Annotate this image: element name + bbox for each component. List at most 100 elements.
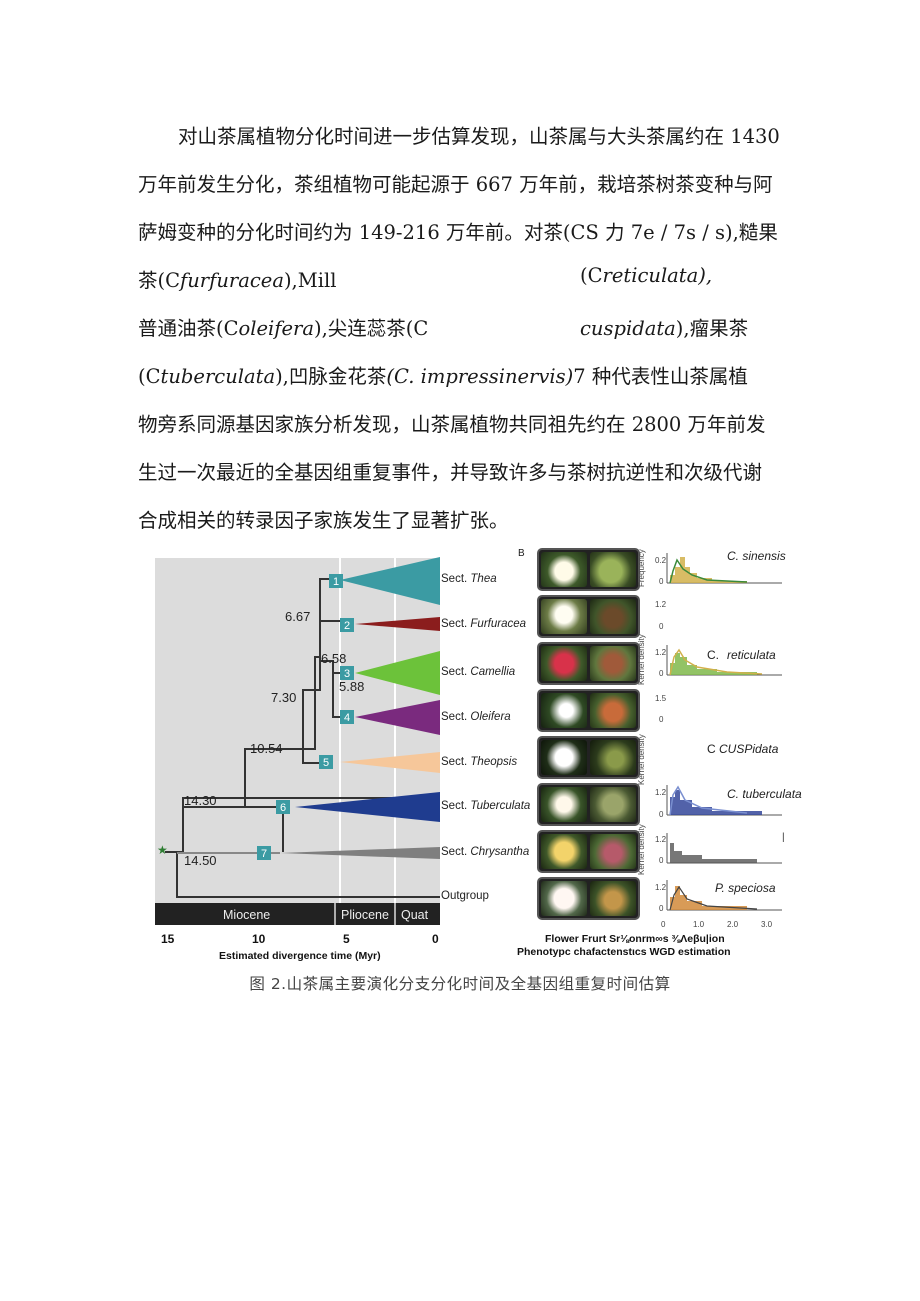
- y-axis-label: Frequency: [637, 549, 646, 587]
- photo-pair: [537, 595, 640, 638]
- species-italic: cuspidata: [580, 317, 676, 340]
- photo-pair: [537, 689, 640, 732]
- photo-pair: [537, 642, 640, 685]
- text: ),瘤果茶: [675, 317, 749, 340]
- clade-number: 5: [323, 757, 329, 769]
- text: ),尖连蕊茶(C: [314, 317, 429, 340]
- hist-tick: 1.2: [655, 835, 667, 844]
- clade-triangle-tuberculata: [295, 792, 440, 822]
- hist-tick: 0: [659, 810, 664, 819]
- photo-pair: [537, 877, 640, 920]
- clade-triangle-chrysantha: [280, 847, 440, 859]
- photo-pair: [537, 736, 640, 779]
- axis-label: Estimated divergence time (Myr): [219, 950, 381, 962]
- epoch-label: Pliocene: [341, 908, 389, 922]
- clade-number: 3: [344, 668, 350, 680]
- epoch-bar: [155, 903, 440, 925]
- flower-photo: [541, 693, 587, 728]
- tree-background: [155, 558, 440, 903]
- epoch-label: Quat: [401, 908, 429, 922]
- clade-triangle-camellia: [355, 651, 440, 695]
- clade-number: 4: [344, 712, 350, 724]
- figure-caption: 图 2.山茶属主要演化分支分化时间及全基因组重复时间估算: [249, 975, 671, 993]
- clade-label: Sect. Theopsis: [441, 756, 518, 768]
- photo-pair: [537, 783, 640, 826]
- para-fragment: cuspidata),瘤果茶: [580, 312, 748, 341]
- hist-bars: [669, 557, 763, 911]
- y-axis-label: Kernel density: [637, 734, 646, 785]
- species-italic: oleifera: [238, 317, 314, 340]
- node-age: 6.58: [321, 651, 346, 666]
- hist-tick: 1.5: [655, 694, 667, 703]
- clade-triangle-oleifera: [355, 700, 440, 735]
- text: 茶(C: [138, 269, 181, 292]
- hist-tick: 0: [659, 715, 664, 724]
- clade-number-boxes: [257, 574, 354, 860]
- fruit-photo: [590, 881, 636, 916]
- stray-mark: |: [782, 832, 785, 843]
- para-line: 生过一次最近的全基因组重复事件，并导致许多与茶树抗逆性和次级代谢: [138, 461, 763, 484]
- figure: 1 2 3 4 5 6 7 6.67 6.58 5.88 7.30 10.54 …: [155, 545, 802, 965]
- hist-tick: 1.2: [655, 600, 667, 609]
- para-line: 万年前发生分化，茶组植物可能起源于 667 万年前，栽培茶树茶变种与阿: [138, 173, 773, 196]
- flower-photo: [541, 552, 587, 587]
- text: (C: [580, 264, 603, 287]
- fruit-photo: [590, 740, 636, 775]
- species-italic: furfuracea: [180, 269, 284, 292]
- node-age: 5.88: [339, 679, 364, 694]
- hist-x-tick: 3.0: [761, 920, 773, 929]
- clade-number: 6: [280, 802, 286, 814]
- clade-triangle-thea: [340, 557, 440, 605]
- axis-tick: 10: [252, 932, 266, 946]
- node-age: 14.30: [184, 793, 217, 808]
- text: (C: [138, 365, 161, 388]
- hist-x-tick: 0: [661, 920, 666, 929]
- panel-b-label: B: [518, 548, 525, 559]
- hist-species-label: P. speciosa: [715, 881, 776, 895]
- para-fragment: (Creticulata),: [580, 264, 712, 287]
- para-line: 物旁系同源基因家族分析发现，山茶属植物共同祖先约在 2800 万年前发: [138, 413, 766, 436]
- clade-number: 2: [344, 620, 350, 632]
- hist-species-label: C. tuberculata: [727, 787, 802, 801]
- clade-triangle-furfuracea: [355, 617, 440, 631]
- flower-photo: [541, 881, 587, 916]
- fruit-photo: [590, 693, 636, 728]
- fruit-photo: [590, 646, 636, 681]
- fruit-photo: [590, 834, 636, 869]
- hist-tick: 0.2: [655, 556, 667, 565]
- clade-label: Sect. Camellia: [441, 666, 516, 678]
- hist-x-tick: 2.0: [727, 920, 739, 929]
- outgroup-label: Outgroup: [441, 890, 489, 902]
- hist-species-label: C.: [707, 648, 719, 662]
- hist-tick: 1.2: [655, 883, 667, 892]
- clade-label: Sect. Oleifera: [441, 711, 511, 723]
- node-age: 10.54: [250, 741, 283, 756]
- clade-label: Sect. Tuberculata: [441, 800, 531, 812]
- text: ),Mill: [283, 269, 337, 292]
- para-line: 茶(Cfurfuracea),Mill: [138, 264, 336, 293]
- photo-pair: [537, 830, 640, 873]
- flower-photo: [541, 740, 587, 775]
- para-line: 普通油茶(Coleifera),尖连蕊茶(C: [138, 312, 428, 341]
- column-header: Flower Frurt Sr⅛onrm∞s ⅜Λeβu|ion: [545, 933, 725, 945]
- flower-photo: [541, 646, 587, 681]
- hist-x-tick: 1.0: [693, 920, 705, 929]
- text: 普通油茶(C: [138, 317, 239, 340]
- epoch-label: Miocene: [223, 908, 270, 922]
- hist-species-label: C. sinensis: [727, 549, 786, 563]
- node-age: 6.67: [285, 609, 310, 624]
- species-italic: (C. impressinervis): [386, 365, 574, 388]
- hist-species-label: reticulata: [727, 648, 776, 662]
- flower-photo: [541, 599, 587, 634]
- node-age: 7.30: [271, 690, 296, 705]
- hist-tick: 0: [659, 577, 664, 586]
- clade-triangle-theopsis: [340, 752, 440, 773]
- text: 7 种代表性山茶属植: [573, 365, 748, 388]
- axis-tick: 0: [432, 932, 439, 946]
- axis-tick: 15: [161, 932, 175, 946]
- photo-pair: [537, 548, 640, 591]
- hist-tick: 0: [659, 856, 664, 865]
- column-header: Phenotypc chafactenstιcs WGD estimation: [517, 946, 731, 958]
- para-line: 萨姆变种的分化时间约为 149-216 万年前。对茶(CS 力 7e / 7s …: [138, 221, 778, 244]
- flower-photo: [541, 787, 587, 822]
